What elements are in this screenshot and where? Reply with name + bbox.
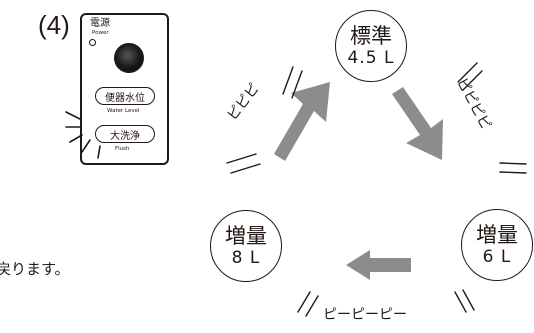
power-label: 電源	[90, 18, 110, 29]
arrow-to-6l	[392, 87, 443, 160]
sound-lines-right	[457, 62, 527, 174]
mode-name: 増量	[225, 224, 267, 248]
sound-lines-left	[226, 66, 303, 174]
flush-button[interactable]: 大洗浄	[95, 125, 155, 143]
power-label-en: Power	[92, 30, 109, 36]
press-emphasis-lines	[65, 111, 101, 159]
sound-lines-bottom	[297, 289, 475, 317]
sound-text-piipiipii: ピーピーピー	[323, 307, 407, 323]
arrow-to-8l	[346, 250, 411, 280]
power-button[interactable]	[114, 43, 144, 73]
arrow-to-standard	[274, 82, 330, 161]
mode-volume: 4.5 L	[347, 48, 395, 68]
mode-name: 標準	[350, 24, 392, 48]
mode-circle-increase-6l: 増量 6 L	[461, 209, 533, 281]
mode-circle-standard: 標準 4.5 L	[335, 10, 407, 82]
mode-volume: 8 L	[231, 248, 261, 268]
water-level-label-en: Water Level	[107, 108, 140, 114]
mode-volume: 6 L	[482, 247, 512, 267]
flush-label-en: Flush	[115, 146, 130, 152]
power-indicator-lamp	[89, 39, 96, 46]
control-panel: 電源 Power 便器水位 Water Level 大洗浄 Flush	[80, 13, 169, 165]
water-level-button[interactable]: 便器水位	[95, 87, 155, 105]
mode-circle-increase-8l: 増量 8 L	[210, 210, 282, 282]
mode-name: 増量	[476, 223, 518, 247]
partial-description-text: 戻ります。	[0, 260, 70, 278]
step-number: (4)	[38, 10, 70, 40]
